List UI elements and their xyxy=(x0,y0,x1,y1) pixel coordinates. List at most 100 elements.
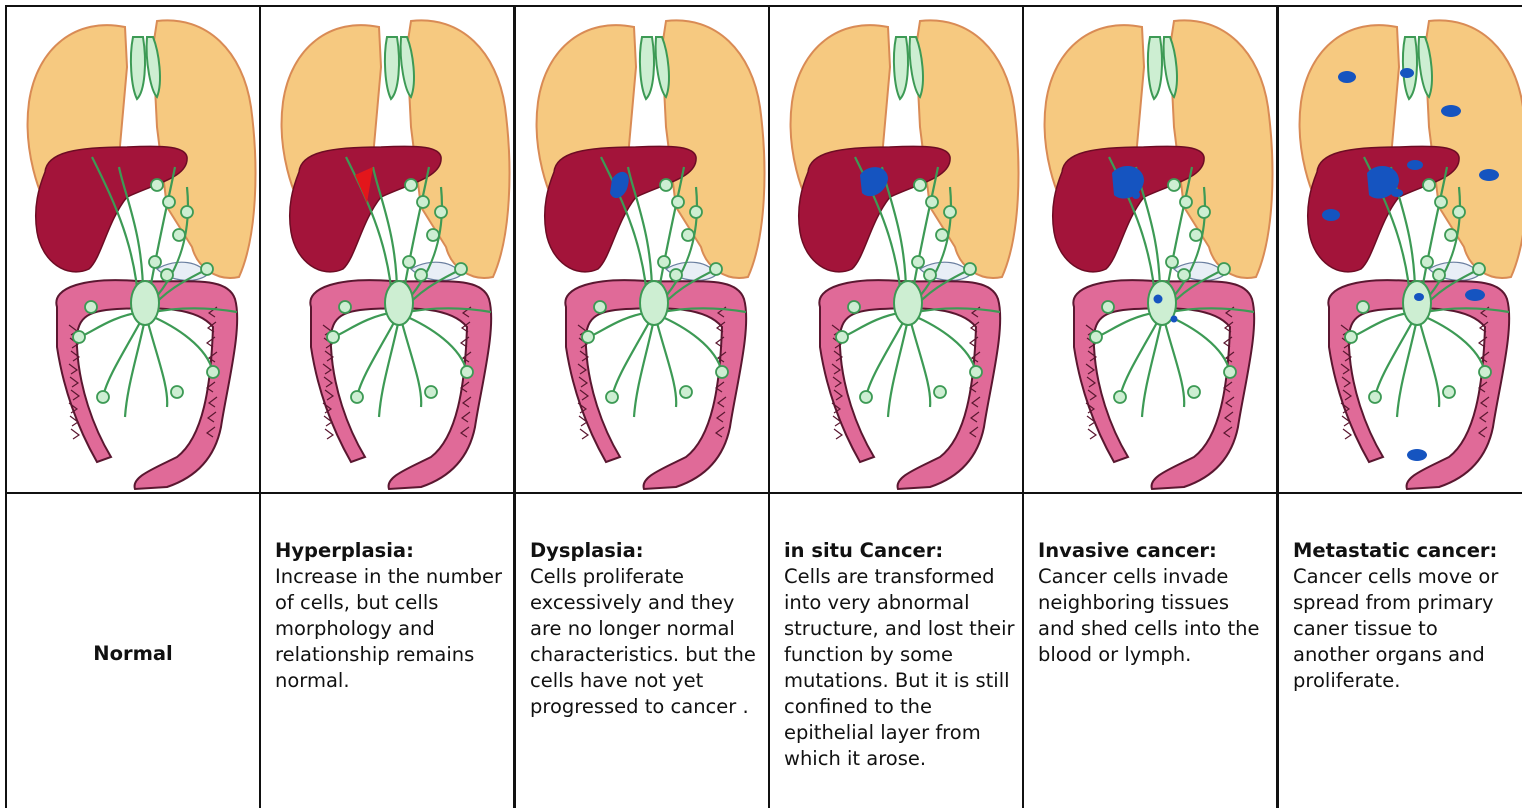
lymph-node xyxy=(1423,179,1435,191)
stage-column-dysplasia: Dysplasia:Cells proliferate excessively … xyxy=(514,5,770,808)
lymph-node xyxy=(97,391,109,403)
lymph-node xyxy=(1166,256,1178,268)
lymph-node xyxy=(173,229,185,241)
stage-illustration-metastatic xyxy=(1279,7,1522,494)
lymph-node xyxy=(860,391,872,403)
stage-description: Invasive cancer:Cancer cells invade neig… xyxy=(1038,538,1270,668)
lymph-node xyxy=(1178,269,1190,281)
anatomy-illustration xyxy=(770,7,1022,492)
lymph-node xyxy=(435,206,447,218)
lymph-node xyxy=(339,301,351,313)
lymph-node xyxy=(207,366,219,378)
stage-description: Hyperplasia:Increase in the number of ce… xyxy=(275,538,507,694)
lymph-node xyxy=(1180,196,1192,208)
lymph-node xyxy=(455,263,467,275)
stage-title: in situ Cancer: xyxy=(784,538,1016,564)
lymph-node xyxy=(461,366,473,378)
stage-description-cell: Dysplasia:Cells proliferate excessively … xyxy=(516,494,768,808)
lymph-node xyxy=(85,301,97,313)
lymph-node xyxy=(1198,206,1210,218)
metastatic-spot xyxy=(1414,293,1424,301)
metastatic-spot xyxy=(1441,105,1461,117)
lymph-node xyxy=(1218,263,1230,275)
stage-title: Hyperplasia: xyxy=(275,538,507,564)
metastatic-spot xyxy=(1391,189,1403,197)
lymph-node xyxy=(926,196,938,208)
lymph-node xyxy=(670,269,682,281)
metastatic-spot xyxy=(1400,68,1414,78)
lymph-node xyxy=(934,386,946,398)
lymph-node xyxy=(171,386,183,398)
lymph-node xyxy=(660,179,672,191)
lymph-node xyxy=(1369,391,1381,403)
thyroid xyxy=(894,37,923,99)
stage-description-cell: Hyperplasia:Increase in the number of ce… xyxy=(261,494,513,808)
lymph-node xyxy=(417,196,429,208)
lymph-node xyxy=(1479,366,1491,378)
stage-body: Cells proliferate excessively and they a… xyxy=(530,564,762,720)
liver xyxy=(290,146,441,272)
stage-illustration-dysplasia xyxy=(516,7,768,494)
lymph-node xyxy=(1168,179,1180,191)
stage-column-normal: Normal xyxy=(5,5,261,808)
stage-illustration-normal xyxy=(7,7,259,494)
lymph-node xyxy=(836,331,848,343)
lymph-node-central xyxy=(1403,281,1431,325)
stage-body: Increase in the number of cells, but cel… xyxy=(275,564,507,694)
thyroid xyxy=(1403,37,1432,99)
metastatic-spot xyxy=(1338,71,1356,83)
lymph-node xyxy=(914,179,926,191)
lymph-node xyxy=(1453,206,1465,218)
lymph-node xyxy=(682,229,694,241)
thyroid xyxy=(1148,37,1177,99)
lymph-node xyxy=(582,331,594,343)
stage-title: Normal xyxy=(7,642,259,665)
lymph-node xyxy=(1473,263,1485,275)
lymph-node xyxy=(415,269,427,281)
lymph-node xyxy=(924,269,936,281)
stage-column-hyperplasia: Hyperplasia:Increase in the number of ce… xyxy=(259,5,515,808)
lymph-node xyxy=(680,386,692,398)
stage-body: Cancer cells move or spread from primary… xyxy=(1293,564,1516,694)
metastatic-spot xyxy=(1407,160,1423,170)
thyroid xyxy=(640,37,669,99)
stage-description: Dysplasia:Cells proliferate excessively … xyxy=(530,538,762,720)
thyroid xyxy=(385,37,414,99)
stage-body: Cancer cells invade neighboring tissues … xyxy=(1038,564,1270,668)
lymph-node xyxy=(964,263,976,275)
thyroid xyxy=(131,37,160,99)
lymph-node xyxy=(1445,229,1457,241)
lymph-node xyxy=(327,331,339,343)
lymph-node xyxy=(1433,269,1445,281)
lymph-node xyxy=(1345,331,1357,343)
lymph-node xyxy=(1114,391,1126,403)
lymph-node-central xyxy=(385,281,413,325)
anatomy-illustration xyxy=(7,7,259,492)
stage-column-metastatic: Metastatic cancer:Cancer cells move or s… xyxy=(1277,5,1522,808)
anatomy-illustration xyxy=(1024,7,1276,492)
shed-cancer-cell xyxy=(1132,191,1140,199)
metastatic-spot xyxy=(1407,449,1427,461)
shed-cancer-cell xyxy=(1171,316,1178,323)
metastatic-spot xyxy=(1322,209,1340,221)
stage-description-cell: Invasive cancer:Cancer cells invade neig… xyxy=(1024,494,1276,808)
lymph-node xyxy=(403,256,415,268)
stage-description: in situ Cancer:Cells are transformed int… xyxy=(784,538,1016,772)
lymph-node xyxy=(149,256,161,268)
lymph-node xyxy=(427,229,439,241)
stage-description-cell: in situ Cancer:Cells are transformed int… xyxy=(770,494,1022,808)
stage-body: Cells are transformed into very abnormal… xyxy=(784,564,1016,772)
lymph-node xyxy=(1435,196,1447,208)
lymph-node xyxy=(1188,386,1200,398)
lymph-node xyxy=(1443,386,1455,398)
lymph-node xyxy=(690,206,702,218)
stage-illustration-invasive xyxy=(1024,7,1276,494)
stage-description: Metastatic cancer:Cancer cells move or s… xyxy=(1293,538,1516,694)
lymph-node xyxy=(848,301,860,313)
metastatic-spot xyxy=(1465,289,1485,301)
liver xyxy=(1053,146,1204,272)
liver xyxy=(545,146,696,272)
lymph-node xyxy=(710,263,722,275)
stage-illustration-in-situ xyxy=(770,7,1022,494)
stage-title: Invasive cancer: xyxy=(1038,538,1270,564)
